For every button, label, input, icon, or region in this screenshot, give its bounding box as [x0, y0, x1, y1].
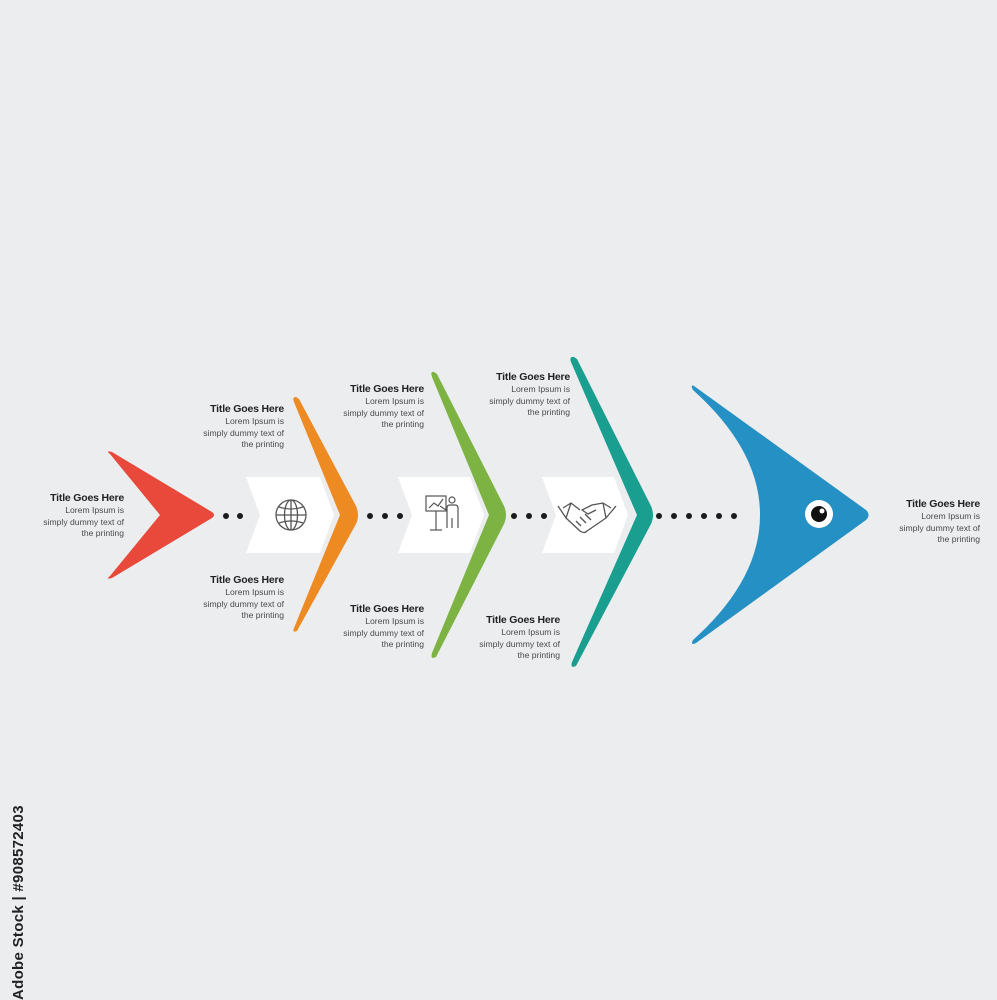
- bone-2-top-desc-1: Lorem Ipsum is: [365, 396, 424, 406]
- bone-1-bottom-desc-3: the printing: [241, 610, 284, 620]
- spine-dots: [223, 513, 737, 519]
- bone-3-bottom-label: Title Goes Here Lorem Ipsum is simply du…: [452, 614, 560, 662]
- bone-1-bottom-label: Title Goes Here Lorem Ipsum is simply du…: [176, 574, 284, 622]
- bone-3-chevron: [570, 356, 653, 667]
- bone-3-top-title: Title Goes Here: [496, 371, 570, 383]
- fish-tail: [107, 451, 214, 579]
- bone-1-chevron: [293, 397, 358, 632]
- head-desc-2: simply dummy text of: [899, 522, 980, 533]
- bone-2-top-desc-2: simply dummy text of: [343, 407, 424, 418]
- fish-eye: [805, 500, 833, 528]
- bone-3-top-desc-2: simply dummy text of: [489, 395, 570, 406]
- stock-watermark: Adobe Stock | #908572403: [8, 760, 30, 1000]
- bone-2-bottom-label: Title Goes Here Lorem Ipsum is simply du…: [316, 603, 424, 651]
- bone-1-top-label: Title Goes Here Lorem Ipsum is simply du…: [176, 403, 284, 451]
- stock-watermark-text: Adobe Stock | #908572403: [10, 805, 27, 1000]
- fish-head: [691, 385, 869, 644]
- bone-2-bottom-desc-1: Lorem Ipsum is: [365, 616, 424, 626]
- bone-3-bottom-desc-1: Lorem Ipsum is: [501, 627, 560, 637]
- tail-label: Title Goes Here Lorem Ipsum is simply du…: [24, 492, 124, 540]
- bone-3-top-desc-1: Lorem Ipsum is: [511, 384, 570, 394]
- bone-2-box: [398, 477, 484, 553]
- bone-3-top-desc-3: the printing: [527, 407, 570, 417]
- bone-1-top-desc-1: Lorem Ipsum is: [225, 416, 284, 426]
- bone-1-bottom-desc-2: simply dummy text of: [203, 598, 284, 609]
- bone-2-bottom-desc-2: simply dummy text of: [343, 627, 424, 638]
- tail-desc-1: Lorem Ipsum is: [65, 505, 124, 515]
- bone-3-bottom-desc-2: simply dummy text of: [479, 638, 560, 649]
- bone-3-bottom-desc-3: the printing: [517, 650, 560, 660]
- bone-3-top-label: Title Goes Here Lorem Ipsum is simply du…: [462, 371, 570, 419]
- bone-2-top-label: Title Goes Here Lorem Ipsum is simply du…: [316, 383, 424, 431]
- bone-1-top-desc-3: the printing: [241, 439, 284, 449]
- head-desc-1: Lorem Ipsum is: [921, 511, 980, 521]
- globe-icon: [275, 499, 307, 531]
- presentation-icon: [425, 495, 459, 531]
- bone-3-bottom-title: Title Goes Here: [486, 614, 560, 626]
- bone-1-top-desc-2: simply dummy text of: [203, 427, 284, 438]
- handshake-icon: [557, 502, 617, 534]
- tail-title: Title Goes Here: [50, 492, 124, 504]
- bone-1-top-title: Title Goes Here: [210, 403, 284, 415]
- head-title: Title Goes Here: [906, 498, 980, 510]
- bone-1-bottom-desc-1: Lorem Ipsum is: [225, 587, 284, 597]
- tail-desc-2: simply dummy text of: [43, 516, 124, 527]
- bone-2-bottom-desc-3: the printing: [381, 639, 424, 649]
- bone-3-box: [542, 477, 628, 553]
- head-label: Title Goes Here Lorem Ipsum is simply du…: [868, 498, 980, 546]
- bone-2-chevron: [431, 371, 506, 658]
- bone-1-bottom-title: Title Goes Here: [210, 574, 284, 586]
- bone-2-bottom-title: Title Goes Here: [350, 603, 424, 615]
- bone-2-top-desc-3: the printing: [381, 419, 424, 429]
- tail-desc-3: the printing: [81, 528, 124, 538]
- bone-2-top-title: Title Goes Here: [350, 383, 424, 395]
- head-desc-3: the printing: [937, 534, 980, 544]
